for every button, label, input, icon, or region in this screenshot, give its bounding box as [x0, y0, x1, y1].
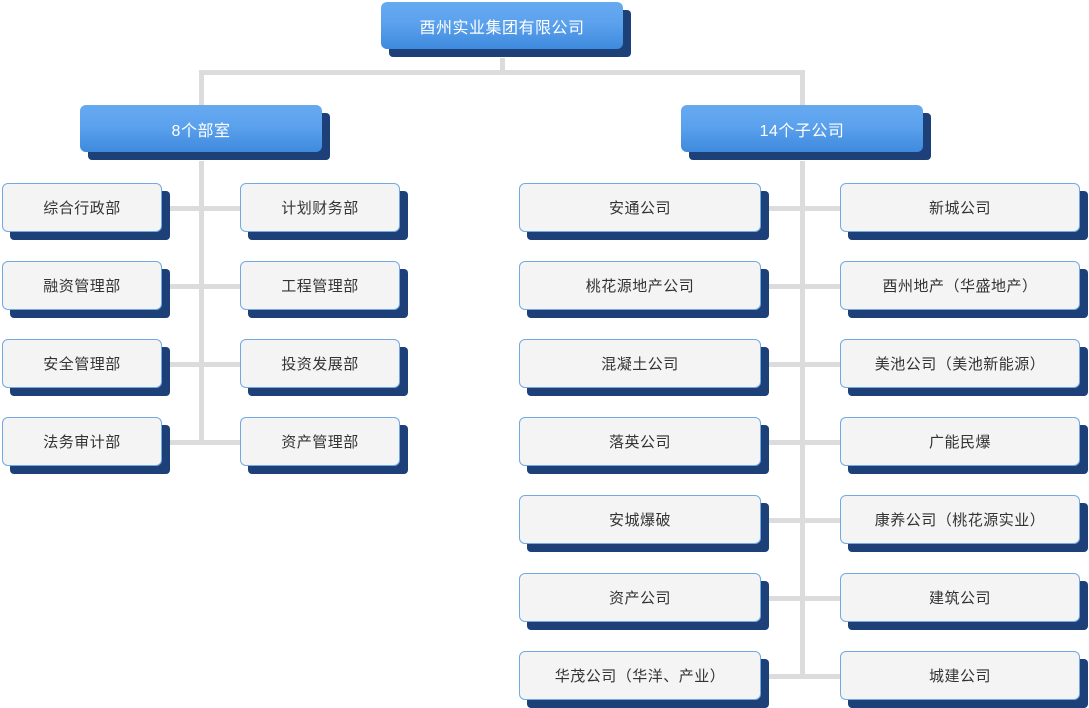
- leaf-node-subsidiaries-1-4-label: 康养公司（桃花源实业）: [874, 512, 1046, 529]
- leaf-node-subsidiaries-1-4[interactable]: 康养公司（桃花源实业）: [840, 495, 1080, 544]
- leaf-node-subsidiaries-1-5-label: 建筑公司: [928, 590, 991, 607]
- leaf-node-subsidiaries-1-3-label: 广能民爆: [928, 434, 991, 451]
- leaf-node-departments-0-0[interactable]: 综合行政部: [2, 183, 162, 232]
- leaf-node-subsidiaries-0-5[interactable]: 资产公司: [519, 573, 761, 622]
- leaf-node-subsidiaries-1-2[interactable]: 美池公司（美池新能源）: [840, 339, 1080, 388]
- leaf-node-subsidiaries-0-3[interactable]: 落英公司: [519, 417, 761, 466]
- leaf-node-departments-1-1[interactable]: 工程管理部: [240, 261, 400, 310]
- connector-spine-departments: [199, 161, 204, 442]
- leaf-node-subsidiaries-0-0-label: 安通公司: [608, 200, 671, 217]
- leaf-node-departments-0-0-label: 综合行政部: [43, 200, 121, 217]
- leaf-node-subsidiaries-0-4-label: 安城爆破: [608, 512, 671, 529]
- connector-stub-departments-R1: [199, 283, 240, 289]
- connector-stub-subsidiaries-L1: [769, 283, 805, 289]
- connector-stub-departments-R0: [199, 205, 240, 211]
- root-node-group-company-label: 酉州实业集团有限公司: [419, 19, 585, 37]
- connector-stub-subsidiaries-R3: [800, 439, 840, 445]
- leaf-node-departments-1-1-label: 工程管理部: [281, 278, 359, 295]
- connector-stub-subsidiaries-L6: [769, 673, 805, 679]
- leaf-node-departments-1-3-label: 资产管理部: [281, 434, 359, 451]
- connector-stub-departments-R3: [199, 439, 240, 445]
- leaf-node-subsidiaries-0-2-label: 混凝土公司: [601, 356, 679, 373]
- leaf-node-subsidiaries-1-2-label: 美池公司（美池新能源）: [874, 356, 1046, 373]
- connector-stub-subsidiaries-R4: [800, 517, 840, 523]
- branch-header-subsidiaries[interactable]: 14个子公司: [681, 105, 923, 152]
- connector-drop-subsidiaries: [800, 70, 805, 105]
- connector-stub-departments-L3: [170, 439, 204, 445]
- connector-stub-departments-L0: [170, 205, 204, 211]
- leaf-node-subsidiaries-0-3-label: 落英公司: [608, 434, 671, 451]
- leaf-node-subsidiaries-1-0-label: 新城公司: [928, 200, 991, 217]
- leaf-node-subsidiaries-0-1-label: 桃花源地产公司: [585, 278, 695, 295]
- connector-stub-subsidiaries-R6: [800, 673, 840, 679]
- leaf-node-departments-0-1-label: 融资管理部: [43, 278, 121, 295]
- connector-spine-subsidiaries: [800, 161, 805, 676]
- connector-stub-departments-R2: [199, 361, 240, 367]
- leaf-node-subsidiaries-1-3[interactable]: 广能民爆: [840, 417, 1080, 466]
- leaf-node-departments-1-2[interactable]: 投资发展部: [240, 339, 400, 388]
- connector-stub-departments-L1: [170, 283, 204, 289]
- connector-stub-subsidiaries-R0: [800, 205, 840, 211]
- connector-stub-departments-L2: [170, 361, 204, 367]
- connector-stub-subsidiaries-L3: [769, 439, 805, 445]
- branch-header-subsidiaries-label: 14个子公司: [759, 122, 845, 140]
- connector-stub-subsidiaries-R2: [800, 361, 840, 367]
- leaf-node-subsidiaries-1-1[interactable]: 酉州地产（华盛地产）: [840, 261, 1080, 310]
- connector-root-stem: [500, 58, 505, 75]
- connector-stub-subsidiaries-L0: [769, 205, 805, 211]
- connector-stub-subsidiaries-L4: [769, 517, 805, 523]
- leaf-node-departments-1-2-label: 投资发展部: [281, 356, 359, 373]
- leaf-node-subsidiaries-0-6[interactable]: 华茂公司（华洋、产业）: [519, 651, 761, 700]
- leaf-node-subsidiaries-1-1-label: 酉州地产（华盛地产）: [882, 278, 1038, 295]
- leaf-node-departments-1-3[interactable]: 资产管理部: [240, 417, 400, 466]
- leaf-node-departments-0-2-label: 安全管理部: [43, 356, 121, 373]
- branch-header-departments-label: 8个部室: [171, 122, 231, 140]
- leaf-node-subsidiaries-1-5[interactable]: 建筑公司: [840, 573, 1080, 622]
- leaf-node-subsidiaries-1-6-label: 城建公司: [928, 668, 991, 685]
- branch-header-departments[interactable]: 8个部室: [80, 105, 322, 152]
- leaf-node-subsidiaries-0-6-label: 华茂公司（华洋、产业）: [554, 668, 726, 685]
- leaf-node-departments-0-3-label: 法务审计部: [43, 434, 121, 451]
- leaf-node-subsidiaries-0-4[interactable]: 安城爆破: [519, 495, 761, 544]
- leaf-node-departments-0-3[interactable]: 法务审计部: [2, 417, 162, 466]
- leaf-node-departments-0-1[interactable]: 融资管理部: [2, 261, 162, 310]
- leaf-node-departments-1-0[interactable]: 计划财务部: [240, 183, 400, 232]
- leaf-node-subsidiaries-0-0[interactable]: 安通公司: [519, 183, 761, 232]
- connector-drop-departments: [199, 70, 204, 105]
- leaf-node-departments-0-2[interactable]: 安全管理部: [2, 339, 162, 388]
- connector-stub-subsidiaries-L5: [769, 595, 805, 601]
- leaf-node-subsidiaries-1-6[interactable]: 城建公司: [840, 651, 1080, 700]
- leaf-node-departments-1-0-label: 计划财务部: [281, 200, 359, 217]
- leaf-node-subsidiaries-0-5-label: 资产公司: [608, 590, 671, 607]
- connector-root-bar: [199, 70, 805, 75]
- leaf-node-subsidiaries-0-1[interactable]: 桃花源地产公司: [519, 261, 761, 310]
- connector-stub-subsidiaries-L2: [769, 361, 805, 367]
- leaf-node-subsidiaries-0-2[interactable]: 混凝土公司: [519, 339, 761, 388]
- connector-stub-subsidiaries-R5: [800, 595, 840, 601]
- root-node-group-company[interactable]: 酉州实业集团有限公司: [381, 2, 623, 49]
- leaf-node-subsidiaries-1-0[interactable]: 新城公司: [840, 183, 1080, 232]
- connector-stub-subsidiaries-R1: [800, 283, 840, 289]
